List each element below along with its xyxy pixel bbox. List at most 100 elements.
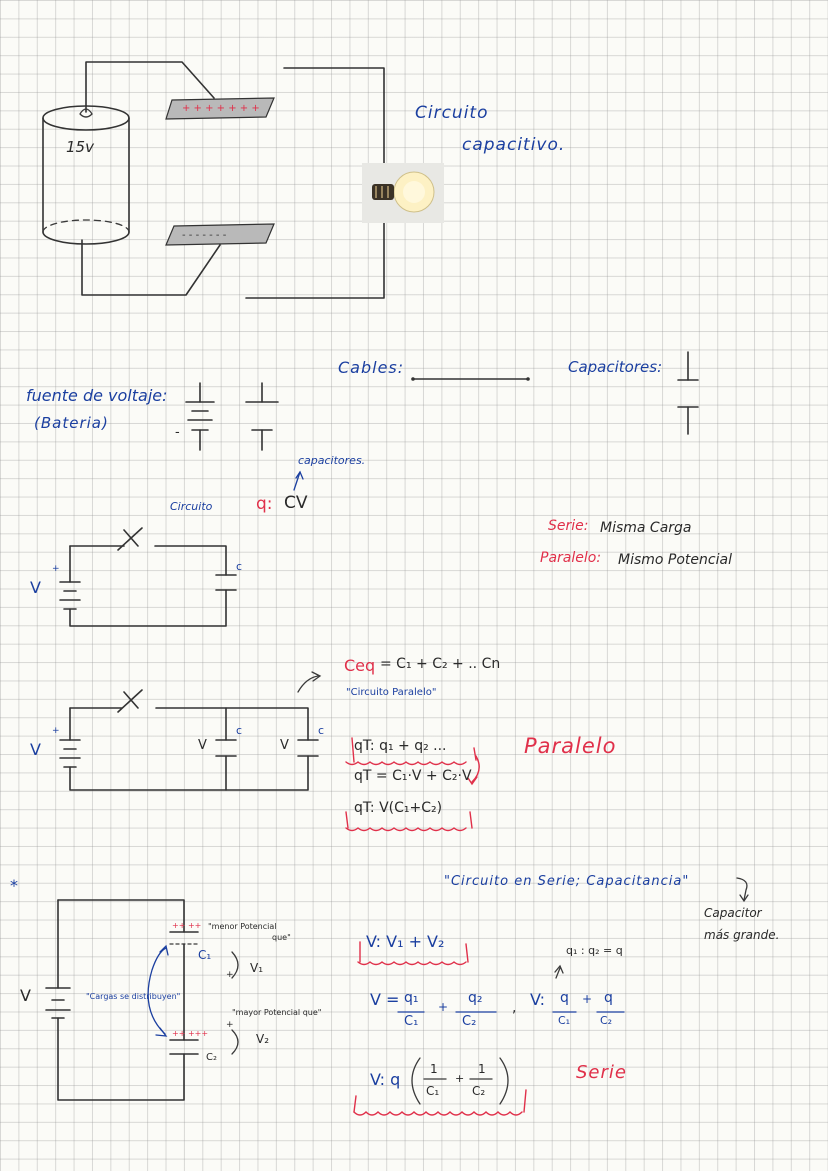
v2-label: V₂	[256, 1032, 270, 1046]
qt-eq-3: qT: V(C₁+C₂)	[354, 800, 443, 816]
capacitores-note: capacitores.	[298, 454, 366, 467]
bracket-v2-icon	[231, 1029, 239, 1055]
vc2-label: V	[280, 738, 289, 753]
fuente-label: fuente de voltaje:	[26, 386, 168, 405]
frac-q2: q₂	[468, 990, 483, 1006]
fraction-lines	[397, 1011, 625, 1105]
bracket-v1-icon	[231, 951, 239, 979]
c-label-2: c	[236, 724, 243, 737]
v-label-2: V	[30, 740, 41, 759]
c1-label: C₁	[198, 948, 212, 962]
cv-label: CV	[284, 493, 308, 513]
c-label-1: c	[236, 560, 243, 573]
title-line-1: Circuito	[415, 103, 489, 123]
ceq-label: Ceq	[344, 656, 376, 675]
cargas-distribuyen: "Cargas se distribuyen"	[86, 992, 181, 1001]
arrow-icon	[293, 471, 301, 491]
plus-2: +	[582, 992, 593, 1006]
serie-text: Misma Carga	[600, 520, 692, 536]
c-label-3: c	[318, 724, 325, 737]
qt-eq-1: qT: q₁ + q₂ ...	[354, 738, 447, 754]
mas-grande-label: más grande.	[704, 928, 780, 942]
series-circuit	[45, 899, 199, 1101]
frac-c2: C₂	[462, 1014, 477, 1029]
comma: ,	[512, 1000, 517, 1016]
arrow-head-icon	[295, 470, 304, 480]
plus-sign-4: +	[226, 1020, 234, 1030]
mayor-potencial: "mayor Potencial que"	[232, 1008, 322, 1017]
red-underlines-parallel	[345, 737, 480, 832]
arrow-head-down-icon	[155, 1027, 168, 1037]
final-c1: C₁	[426, 1084, 440, 1098]
serie-big: Serie	[576, 1062, 627, 1083]
v-label-1: V	[30, 578, 41, 597]
light-bulb-icon	[362, 163, 444, 223]
q-eq: q₁ : q₂ = q	[566, 944, 623, 957]
cable-symbol	[411, 377, 530, 381]
plus-3: +	[455, 1072, 465, 1085]
svg-text:++ ++: ++ ++	[172, 921, 201, 930]
serie-title: "Circuito en Serie; Capacitancia"	[444, 874, 690, 889]
frac2-q1: q	[560, 990, 569, 1006]
parallel-circuit	[59, 689, 319, 791]
v-frac2-lhs: V:	[530, 990, 546, 1009]
frac2-c1: C₁	[558, 1014, 571, 1027]
final-1: 1	[430, 1062, 438, 1076]
capacitor-plates: + + + + + + + - - - - - - -	[165, 97, 275, 246]
v-frac-lhs: V =	[370, 990, 400, 1009]
capacitor-symbol	[677, 351, 699, 435]
c2-label: C₂	[206, 1052, 217, 1063]
asterisk-label: *	[10, 876, 18, 895]
capacitor-mas-label: Capacitor	[704, 906, 762, 920]
arrow-distribuyen-icon	[147, 947, 167, 1035]
v-eq: V: V₁ + V₂	[366, 932, 445, 951]
svg-text:- - - - - - -: - - - - - - -	[182, 230, 227, 241]
arrow-head-q-icon	[554, 964, 564, 974]
arrow-head-up-icon	[159, 944, 169, 956]
paralelo-big: Paralelo	[524, 734, 617, 758]
frac-c1: C₁	[404, 1014, 419, 1029]
red-underlines-series	[353, 941, 527, 1116]
menor-que: que"	[272, 933, 291, 942]
paralelo-label: Paralelo:	[540, 550, 602, 566]
top-wires	[81, 61, 385, 299]
battery-label: 15v	[66, 138, 94, 156]
ceq-formula: = C₁ + C₂ + .. Cn	[380, 656, 501, 672]
cables-label: Cables:	[338, 358, 405, 377]
plus-sign-2: +	[52, 726, 60, 736]
arrow-head-capacitor-icon	[739, 894, 749, 903]
bateria-label: (Bateria)	[34, 414, 109, 432]
plus-sign-3: +	[226, 970, 234, 980]
plus-1: +	[438, 1000, 449, 1014]
circuito-paralelo: "Circuito Paralelo"	[346, 687, 437, 698]
qt-eq-2: qT = C₁·V + C₂·V	[354, 768, 472, 784]
plus-sign-1: +	[52, 564, 60, 574]
v-final-lhs: V: q	[370, 1070, 401, 1089]
svg-text:++ +++: ++ +++	[172, 1029, 208, 1038]
battery-symbol	[185, 382, 215, 451]
simple-circuit	[59, 527, 237, 627]
circuito-label: Circuito	[170, 500, 213, 513]
final-1b: 1	[478, 1062, 486, 1076]
arrow-q-icon	[555, 967, 561, 979]
minus-sign: -	[175, 425, 180, 440]
v1-label: V₁	[250, 961, 264, 975]
menor-potencial: "menor Potencial	[208, 922, 277, 931]
serie-label: Serie:	[548, 518, 589, 534]
q-label: q:	[256, 494, 273, 514]
capacitores-label: Capacitores:	[568, 358, 663, 376]
series-charges: ++ ++ ++ +++	[172, 921, 208, 1038]
frac2-q2: q	[604, 990, 613, 1006]
arrow-ceq-icon	[297, 675, 319, 693]
svg-text:+ + + + + + +: + + + + + + +	[182, 103, 260, 114]
vc1-label: V	[198, 738, 207, 753]
title-line-2: capacitivo.	[462, 135, 566, 155]
arrow-head-ceq-icon	[311, 671, 322, 682]
battery-cylinder	[42, 105, 130, 245]
frac-q1: q₁	[404, 990, 419, 1006]
arrow-capacitor-icon	[736, 877, 748, 901]
battery-symbol-simple	[245, 382, 279, 451]
paralelo-text: Mismo Potencial	[618, 552, 732, 568]
frac2-c2: C₂	[600, 1014, 613, 1027]
